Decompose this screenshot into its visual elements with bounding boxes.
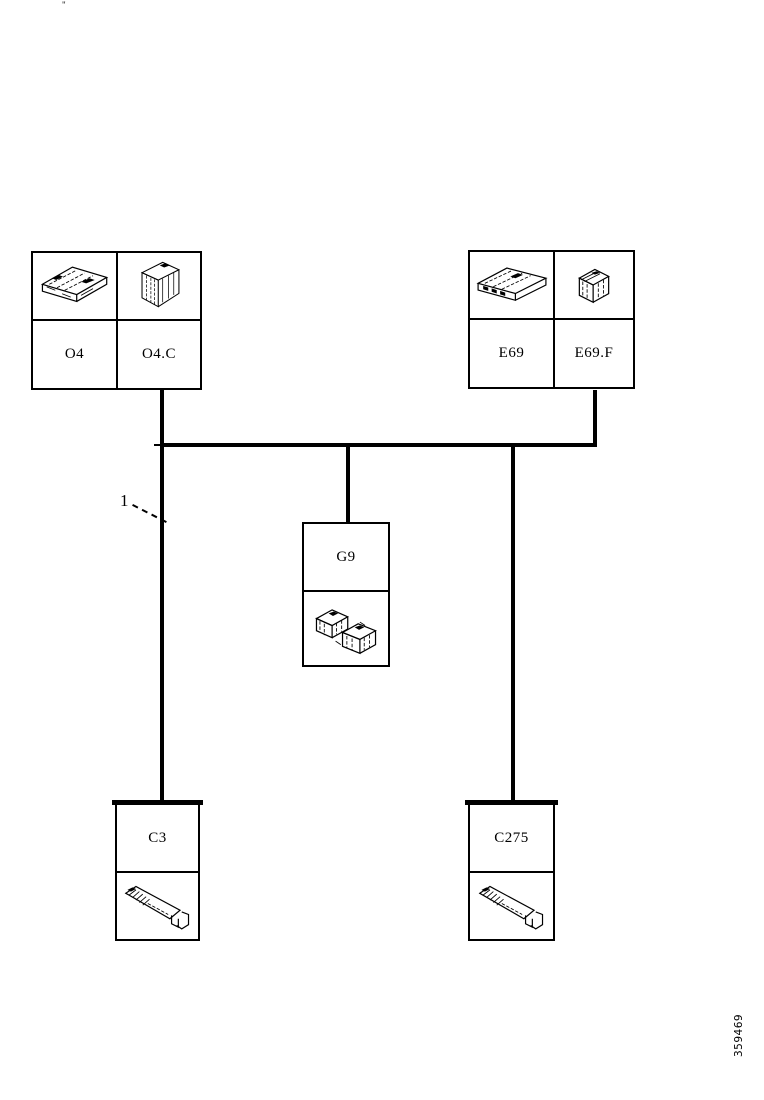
control-unit-icon: [475, 267, 548, 302]
o4c-illustration-cell: [118, 253, 200, 321]
o4-illustration-cell: [33, 253, 118, 321]
wire-left-vertical: [160, 390, 164, 803]
component-label-e69: E69: [470, 320, 555, 387]
c3-connection-bar: [112, 800, 203, 805]
e69f-illustration-cell: [555, 252, 633, 320]
component-box-c3: C3: [115, 803, 200, 941]
wire-e69-drop: [593, 390, 597, 445]
component-label-c3: C3: [117, 805, 198, 873]
ecu-module-flat-icon: [40, 266, 108, 303]
connector-cluster-icon: [315, 608, 377, 654]
wire-g9-drop: [346, 445, 350, 523]
figure-number: 359469: [733, 1013, 745, 1057]
c275-connection-bar: [465, 800, 558, 805]
component-box-o4: O4 O4.C: [31, 251, 202, 390]
component-box-g9: G9: [302, 522, 390, 667]
c275-illustration-cell: [470, 873, 553, 939]
wire-junction-tick: [154, 444, 160, 446]
relay-cube-icon: [578, 268, 610, 304]
component-label-o4: O4: [33, 321, 118, 388]
cable-terminal-icon: [124, 885, 189, 930]
g9-illustration-cell: [304, 592, 388, 665]
c3-illustration-cell: [117, 873, 198, 939]
e69-illustration-cell: [470, 252, 555, 320]
component-label-o4c: O4.C: [141, 346, 177, 362]
component-label-g9: G9: [304, 524, 388, 592]
scan-artifact: ": [62, 0, 66, 10]
wire-c275-drop: [511, 445, 515, 803]
component-box-e69: E69 E69.F: [468, 250, 635, 389]
cable-terminal-icon: [478, 885, 543, 930]
callout-1-label: 1: [120, 491, 129, 510]
component-label-e69f: E69.F: [574, 345, 614, 361]
component-box-c275: C275: [468, 803, 555, 941]
component-label-c275: C275: [470, 805, 553, 873]
wire-bus-horizontal: [160, 443, 597, 447]
module-housing-icon: [140, 261, 181, 308]
